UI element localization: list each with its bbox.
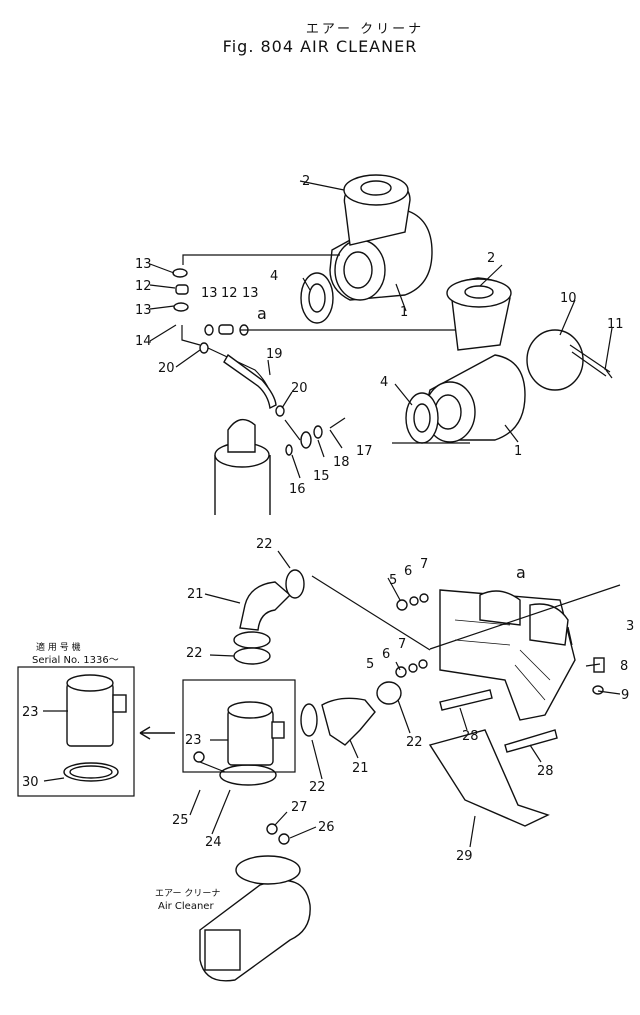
clamp-band: [219, 764, 277, 786]
callout-27: 27: [291, 800, 308, 815]
callout-3: 3: [626, 619, 634, 634]
callout-23b: 23: [185, 733, 202, 748]
label-a-lower: a: [516, 563, 526, 582]
callout-14: 14: [135, 334, 152, 349]
callout-7a: 7: [420, 557, 428, 572]
callout-28b: 28: [537, 764, 554, 779]
callout-26: 26: [318, 820, 335, 835]
callout-6a: 6: [404, 564, 412, 579]
serial-box: [17, 666, 135, 797]
elbow-lower: [321, 697, 376, 746]
callout-15: 15: [313, 469, 330, 484]
bottom-label-en: Air Cleaner: [158, 901, 214, 912]
callout-12b: 12: [221, 286, 238, 301]
callout-28a: 28: [462, 729, 479, 744]
callout-20b: 20: [291, 381, 308, 396]
elbow-upper: [239, 581, 292, 631]
callout-22d: 22: [309, 780, 326, 795]
callout-13b: 13: [135, 303, 152, 318]
arrow-left: [139, 726, 175, 740]
callout-16: 16: [289, 482, 306, 497]
callout-23a: 23: [22, 705, 39, 720]
plate-upper: [439, 689, 493, 711]
callout-22c: 22: [406, 735, 423, 750]
clamp-upper: [233, 631, 271, 649]
air-cleaner-upper: [329, 174, 433, 301]
callout-18: 18: [333, 455, 350, 470]
callout-24: 24: [205, 835, 222, 850]
clamp-lower: [300, 703, 318, 737]
inset-box: [182, 679, 296, 773]
callout-19: 19: [266, 347, 283, 362]
label-a-upper: a: [257, 304, 267, 323]
intake-stack: [214, 455, 271, 515]
figure-title: Fig. 804 AIR CLEANER: [222, 37, 418, 56]
band-clamp: [526, 329, 584, 391]
callout-29: 29: [456, 849, 473, 864]
callout-13d: 13: [242, 286, 259, 301]
bottom-label-jp: エアー クリーナ: [155, 888, 220, 899]
callout-9: 9: [621, 688, 629, 703]
clamp-top: [285, 569, 305, 599]
title-japanese: エアー クリーナ: [305, 22, 425, 37]
callout-21b: 21: [352, 761, 369, 776]
callout-11: 11: [607, 317, 624, 332]
shield: [428, 729, 550, 827]
callout-2a: 2: [302, 174, 310, 189]
plate-lower: [504, 729, 558, 753]
callout-22b: 22: [186, 646, 203, 661]
callout-22a: 22: [256, 537, 273, 552]
callout-1b: 1: [514, 444, 522, 459]
air-cleaner-bottom: [199, 855, 311, 982]
clamp-right: [376, 681, 402, 705]
callout-6b: 6: [382, 647, 390, 662]
callout-1a: 1: [400, 305, 408, 320]
serial-number: Serial No. 1336～: [32, 655, 119, 666]
callout-17: 17: [356, 444, 373, 459]
callout-10: 10: [560, 291, 577, 306]
callout-5a: 5: [389, 573, 397, 588]
callout-4b: 4: [380, 375, 388, 390]
callout-13c: 13: [201, 286, 218, 301]
mounting-bracket: [439, 589, 576, 721]
clamp-mid: [233, 647, 271, 665]
callout-8: 8: [620, 659, 628, 674]
callout-13a: 13: [135, 257, 152, 272]
callout-30: 30: [22, 775, 39, 790]
callout-20a: 20: [158, 361, 175, 376]
callout-7b: 7: [398, 637, 406, 652]
callout-5b: 5: [366, 657, 374, 672]
callout-21a: 21: [187, 587, 204, 602]
callout-25: 25: [172, 813, 189, 828]
callout-2b: 2: [487, 251, 495, 266]
callout-4a: 4: [270, 269, 278, 284]
serial-jp: 適 用 号 機: [36, 641, 81, 653]
callout-12a: 12: [135, 279, 152, 294]
air-cleaner-lower: [424, 277, 526, 443]
